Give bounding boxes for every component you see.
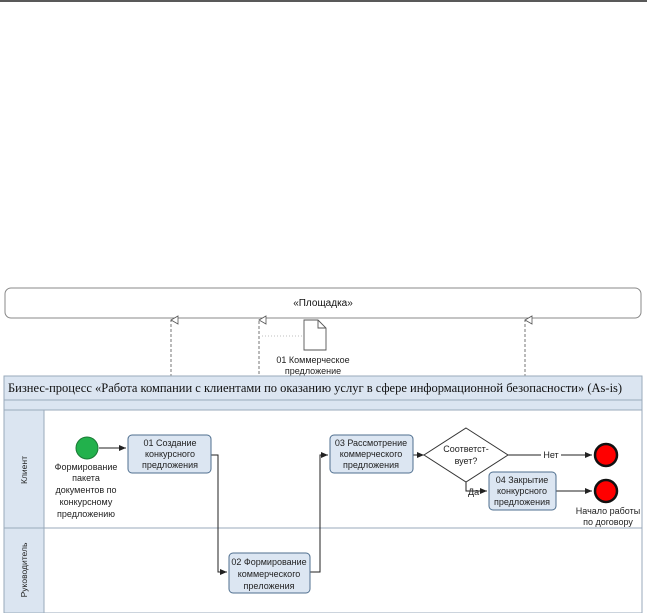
process-title: Бизнес-процесс «Работа компании с клиент… xyxy=(8,381,622,395)
gateway-label-line2: вует? xyxy=(455,456,478,466)
task-02[interactable]: 02 Формирование коммерческого прeложения xyxy=(228,552,311,594)
task-02-line1: 02 Формирование xyxy=(231,557,306,567)
task-02-line3: прeложения xyxy=(243,581,294,591)
task-01-line2: конкурсного xyxy=(145,449,195,459)
start-label-line2: пакета xyxy=(72,473,100,483)
task-03-line2: коммерческого xyxy=(340,449,403,459)
end-event-contract: Начало работы по договору xyxy=(576,478,640,527)
task-04-line1: 04 Закрытие xyxy=(496,475,549,485)
decision-gateway[interactable]: Соответст- вует? xyxy=(423,427,509,483)
task-04[interactable]: 04 Закрытие конкурсного предложения xyxy=(488,471,557,511)
process-subheader-band xyxy=(3,399,643,411)
gateway-label-line1: Соответст- xyxy=(443,444,488,454)
task-04-line3: предложения xyxy=(494,497,550,507)
flow-01-to-02 xyxy=(211,454,227,575)
process-pool: Бизнес-процесс «Работа компании с клиент… xyxy=(3,375,643,613)
lane-label-client: Клиент xyxy=(19,456,29,484)
task-02-line2: коммерческого xyxy=(238,569,301,579)
end-label-line1: Начало работы xyxy=(576,506,640,516)
platform-label: «Площадка» xyxy=(293,298,353,309)
task-01-line1: 01 Создание xyxy=(143,438,196,448)
document-artifact: 01 Коммерческое предложение xyxy=(262,319,350,376)
start-event: Формирование пакета документов по конкур… xyxy=(55,436,118,519)
end-event-rejected xyxy=(593,442,619,468)
task-03[interactable]: 03 Рассмотрение коммерческого предложени… xyxy=(329,434,414,474)
task-04-line2: конкурсного xyxy=(497,486,547,496)
platform-pool: «Площадка» xyxy=(4,287,642,319)
start-label-line1: Формирование xyxy=(55,462,118,472)
flow-02-to-03 xyxy=(310,452,328,573)
flow-label-yes: Да xyxy=(468,487,479,497)
end-label-line2: по договору xyxy=(583,517,633,527)
task-01-line3: предложения xyxy=(142,460,198,470)
end-event-circle-1 xyxy=(593,442,619,468)
flow-label-no: Нет xyxy=(543,450,558,460)
lane-label-manager: Руководитель xyxy=(19,542,29,597)
lane-header-column xyxy=(3,409,45,613)
task-03-line1: 03 Рассмотрение xyxy=(335,438,407,448)
task-01[interactable]: 01 Создание конкурсного предложения xyxy=(127,434,212,474)
document-icon xyxy=(303,319,327,351)
task-03-line3: предложения xyxy=(343,460,399,470)
start-label-line3: документов по xyxy=(55,485,116,495)
document-label-line1: 01 Коммерческое xyxy=(276,355,349,365)
document-label-line2: предложение xyxy=(285,366,341,376)
start-label-line4: конкурсному xyxy=(60,497,113,507)
start-label-line5: предложению xyxy=(57,509,115,519)
end-event-circle-2 xyxy=(593,478,619,504)
process-title-band xyxy=(3,375,643,401)
start-event-circle xyxy=(75,436,99,460)
sequence-flows: Нет Да xyxy=(99,445,592,575)
